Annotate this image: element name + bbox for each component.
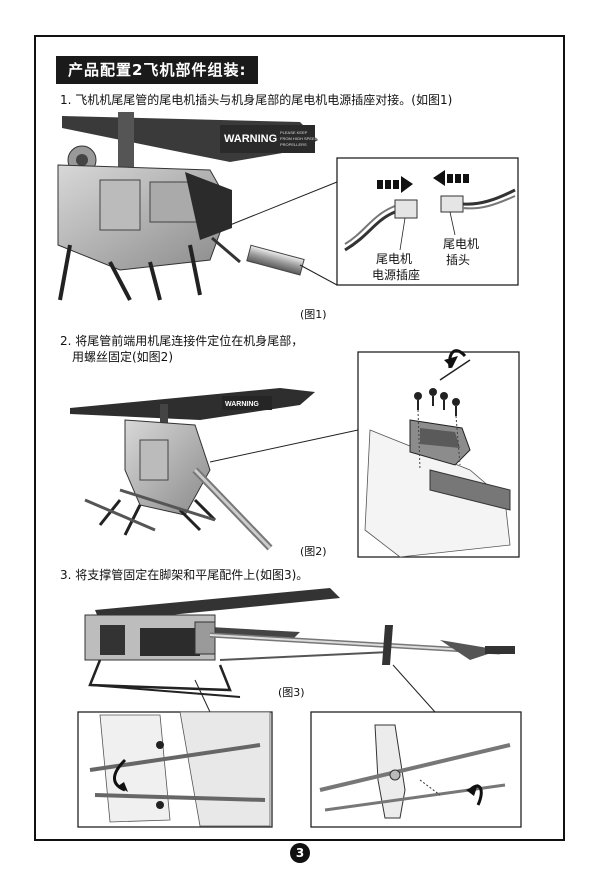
figure-2-caption: (图2) — [300, 545, 327, 558]
warning-label-fig2: WARNING — [225, 401, 259, 408]
plug-label-line2: 插头 — [446, 253, 470, 267]
warning-small-3: PROPELLERS — [280, 142, 307, 147]
arrow-right-icon — [377, 176, 413, 193]
figure-3-caption: (图3) — [278, 686, 305, 699]
figure-1-illustration: WARNING PLEASE KEEP FROM HIGH SPEED PROP… — [57, 112, 519, 301]
warning-small-2: FROM HIGH SPEED — [280, 136, 318, 141]
page-number: 3 — [290, 843, 310, 863]
step-3-text: 3. 将支撑管固定在脚架和平尾配件上(如图3)。 — [60, 568, 309, 582]
arrow-left-icon — [433, 170, 469, 186]
warning-small-1: PLEASE KEEP — [280, 130, 308, 135]
figure-3-illustration — [77, 588, 522, 828]
screw-icon — [414, 388, 460, 416]
step-2-text-line2: 用螺丝固定(如图2) — [72, 350, 173, 364]
socket-label-line2: 电源插座 — [372, 267, 420, 282]
socket-label-line1: 尾电机 — [376, 252, 412, 266]
warning-label-fig1: WARNING — [224, 133, 277, 145]
section-title: 产品配置2飞机部件组装: — [56, 56, 259, 84]
step-1-text: 1. 飞机机尾尾管的尾电机插头与机身尾部的尾电机电源插座对接。(如图1) — [60, 93, 453, 107]
step-2-text-line1: 2. 将尾管前端用机尾连接件定位在机身尾部， — [60, 334, 304, 348]
page-frame — [34, 35, 565, 841]
figure-1-caption: (图1) — [300, 308, 327, 321]
figure-2-illustration: WARNING — [70, 349, 520, 558]
plug-label-line1: 尾电机 — [443, 237, 479, 251]
